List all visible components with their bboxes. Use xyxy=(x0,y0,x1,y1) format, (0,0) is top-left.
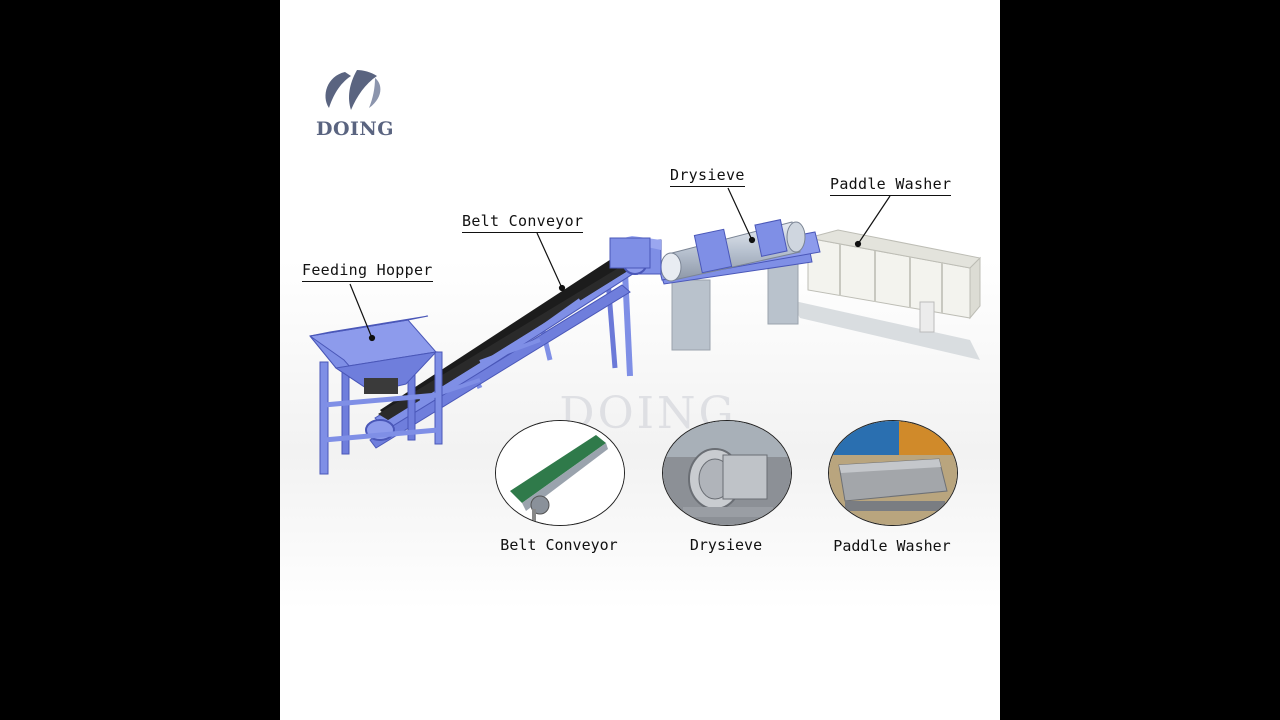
caption-drysieve: Drysieve xyxy=(689,536,763,554)
label-drysieve: Drysieve xyxy=(670,166,745,187)
label-feeding-hopper: Feeding Hopper xyxy=(302,261,433,282)
thumbnail-paddle-washer xyxy=(828,420,958,526)
diagram-canvas: DOING DOING Feeding Hopper Belt Conveyor… xyxy=(280,0,1000,720)
thumbnail-belt-conveyor xyxy=(495,420,625,526)
leader-lines xyxy=(349,187,891,342)
caption-paddle-washer: Paddle Washer xyxy=(833,537,951,555)
company-logo: DOING xyxy=(310,66,400,140)
thumbnail-drysieve xyxy=(662,420,792,526)
label-paddle-washer: Paddle Washer xyxy=(830,175,952,196)
paddle-washer-machine xyxy=(790,229,982,360)
logo-mark-icon xyxy=(325,70,381,110)
label-belt-conveyor: Belt Conveyor xyxy=(462,212,584,233)
logo-text: DOING xyxy=(315,118,394,140)
caption-belt-conveyor: Belt Conveyor xyxy=(500,536,618,554)
feeding-hopper-machine xyxy=(309,315,443,475)
